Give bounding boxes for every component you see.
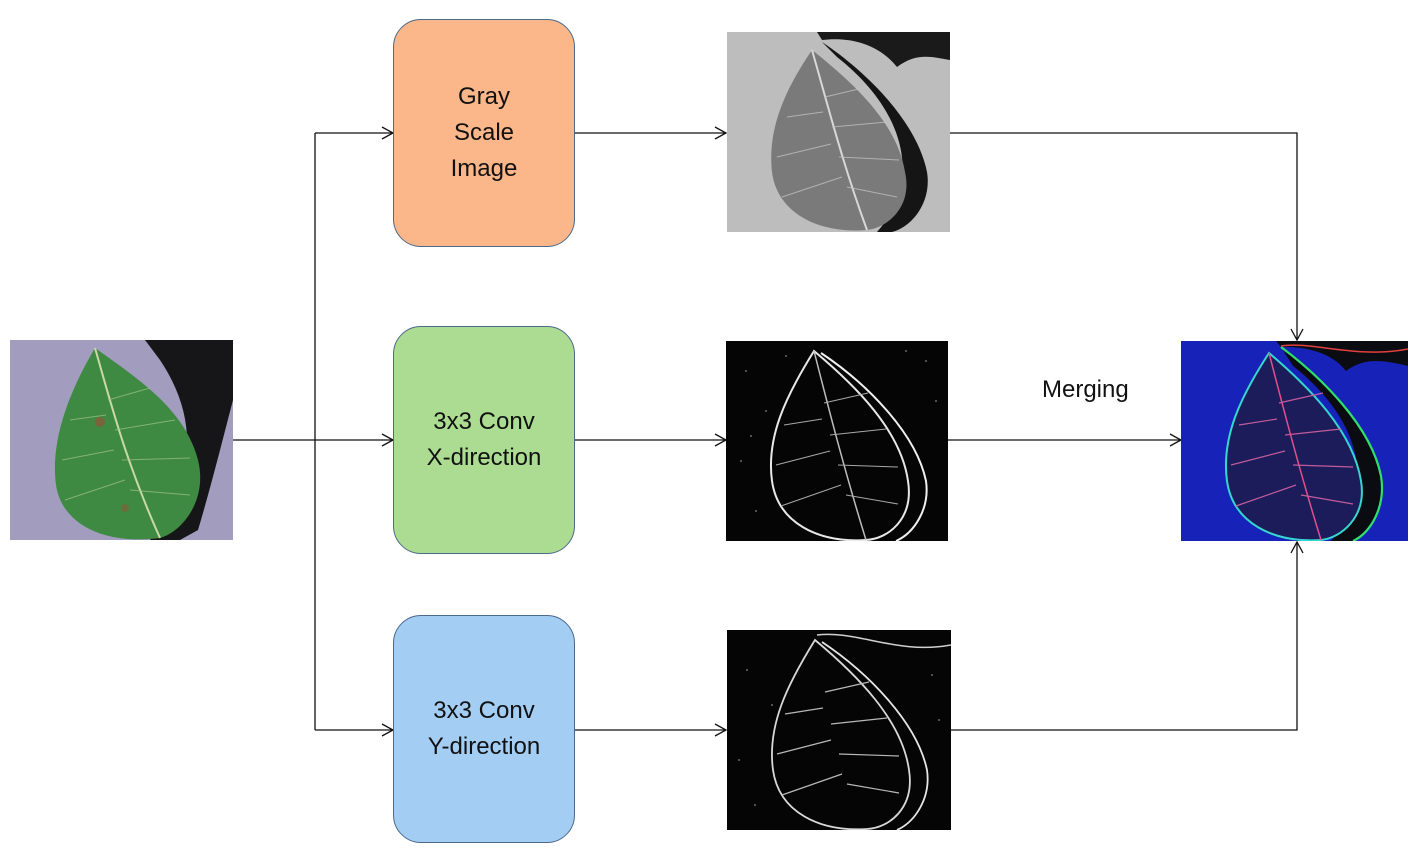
- gray-scale-label-line-3: Image: [450, 155, 518, 182]
- input-leaf-image: [10, 340, 233, 540]
- conv-y-box: 3x3 Conv Y-direction: [393, 615, 575, 843]
- edge-x-image: [726, 341, 948, 541]
- merged-image: [1181, 341, 1408, 541]
- gray-leaf-image: [727, 32, 950, 232]
- edge-y-image: [727, 630, 951, 830]
- conv-x-label-line-2: X-direction: [426, 444, 542, 471]
- edge-y-image-to-merged: [951, 540, 1304, 731]
- conv-y-label-line-2: Y-direction: [427, 733, 541, 760]
- conv-x-box: 3x3 Conv X-direction: [393, 326, 575, 554]
- gray-scale-label-line-2: Scale: [453, 119, 515, 146]
- conv-y-label-line-1: 3x3 Conv: [433, 697, 535, 724]
- gray-scale-box: Gray Scale Image: [393, 19, 575, 247]
- gray-scale-label-line-1: Gray: [457, 83, 510, 110]
- merging-label: Merging: [1042, 376, 1129, 403]
- edge-gray-image-to-merged: [950, 132, 1304, 342]
- conv-x-label-line-1: 3x3 Conv: [433, 408, 535, 435]
